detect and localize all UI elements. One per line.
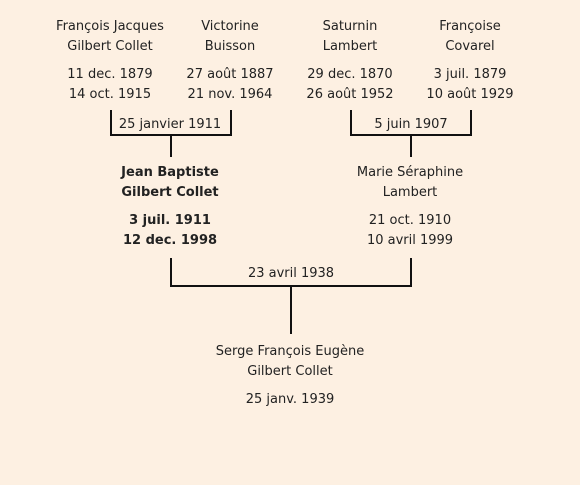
person-first-name: Victorine xyxy=(201,19,259,34)
person-first-name: François Jacques xyxy=(56,19,164,34)
connector-line xyxy=(230,110,232,135)
person-birth-date: 11 dec. 1879 xyxy=(67,67,153,82)
person-birth-date: 21 oct. 1910 xyxy=(368,213,452,228)
person-first-name: Françoise xyxy=(439,19,501,34)
connector-line xyxy=(290,285,292,334)
marriage-date-gp2: 5 juin 1907 xyxy=(360,117,462,133)
person-last-name: Lambert xyxy=(382,185,438,200)
connector-line xyxy=(410,134,412,157)
person-last-name: Lambert xyxy=(322,39,378,54)
person-death-date: 10 avril 1999 xyxy=(366,233,454,248)
person-last-name: Covarel xyxy=(445,39,495,54)
person-death-date: 12 dec. 1998 xyxy=(122,233,218,248)
person-francois-jacques[interactable]: François Jacques Gilbert Collet 11 dec. … xyxy=(40,17,180,105)
marriage-date-parents: 23 avril 1938 xyxy=(236,266,346,282)
person-first-name: Jean Baptiste xyxy=(121,165,219,180)
person-first-name: Saturnin xyxy=(322,19,378,34)
person-birth-date: 29 dec. 1870 xyxy=(307,67,393,82)
connector-line xyxy=(410,258,412,287)
person-francoise[interactable]: Françoise Covarel 3 juil. 1879 10 août 1… xyxy=(410,17,530,105)
person-last-name: Gilbert Collet xyxy=(67,39,153,54)
person-birth-date: 3 juil. 1879 xyxy=(433,67,507,82)
person-serge-francois-eugene[interactable]: Serge François Eugène Gilbert Collet 25 … xyxy=(190,342,390,410)
connector-line xyxy=(110,110,112,135)
connector-line xyxy=(170,134,172,157)
marriage-date-gp1: 25 janvier 1911 xyxy=(116,117,224,133)
person-saturnin[interactable]: Saturnin Lambert 29 dec. 1870 26 août 19… xyxy=(290,17,410,105)
person-last-name: Gilbert Collet xyxy=(121,185,219,200)
person-last-name: Gilbert Collet xyxy=(247,364,333,379)
person-birth-date: 3 juil. 1911 xyxy=(129,213,211,228)
connector-line xyxy=(470,110,472,135)
person-death-date: 26 août 1952 xyxy=(306,87,394,102)
person-first-name: Marie Séraphine xyxy=(356,165,464,180)
person-death-date: 10 août 1929 xyxy=(426,87,514,102)
person-first-name: Serge François Eugène xyxy=(215,344,365,359)
person-marie-seraphine[interactable]: Marie Séraphine Lambert 21 oct. 1910 10 … xyxy=(335,163,485,251)
person-last-name: Buisson xyxy=(204,39,256,54)
connector-line xyxy=(350,110,352,135)
person-birth-date: 27 août 1887 xyxy=(186,67,274,82)
person-death-date: 14 oct. 1915 xyxy=(68,87,152,102)
person-victorine[interactable]: Victorine Buisson 27 août 1887 21 nov. 1… xyxy=(170,17,290,105)
person-death-date: 21 nov. 1964 xyxy=(187,87,273,102)
person-jean-baptiste[interactable]: Jean Baptiste Gilbert Collet 3 juil. 191… xyxy=(95,163,245,251)
connector-line xyxy=(170,258,172,287)
person-birth-date: 25 janv. 1939 xyxy=(245,392,335,407)
